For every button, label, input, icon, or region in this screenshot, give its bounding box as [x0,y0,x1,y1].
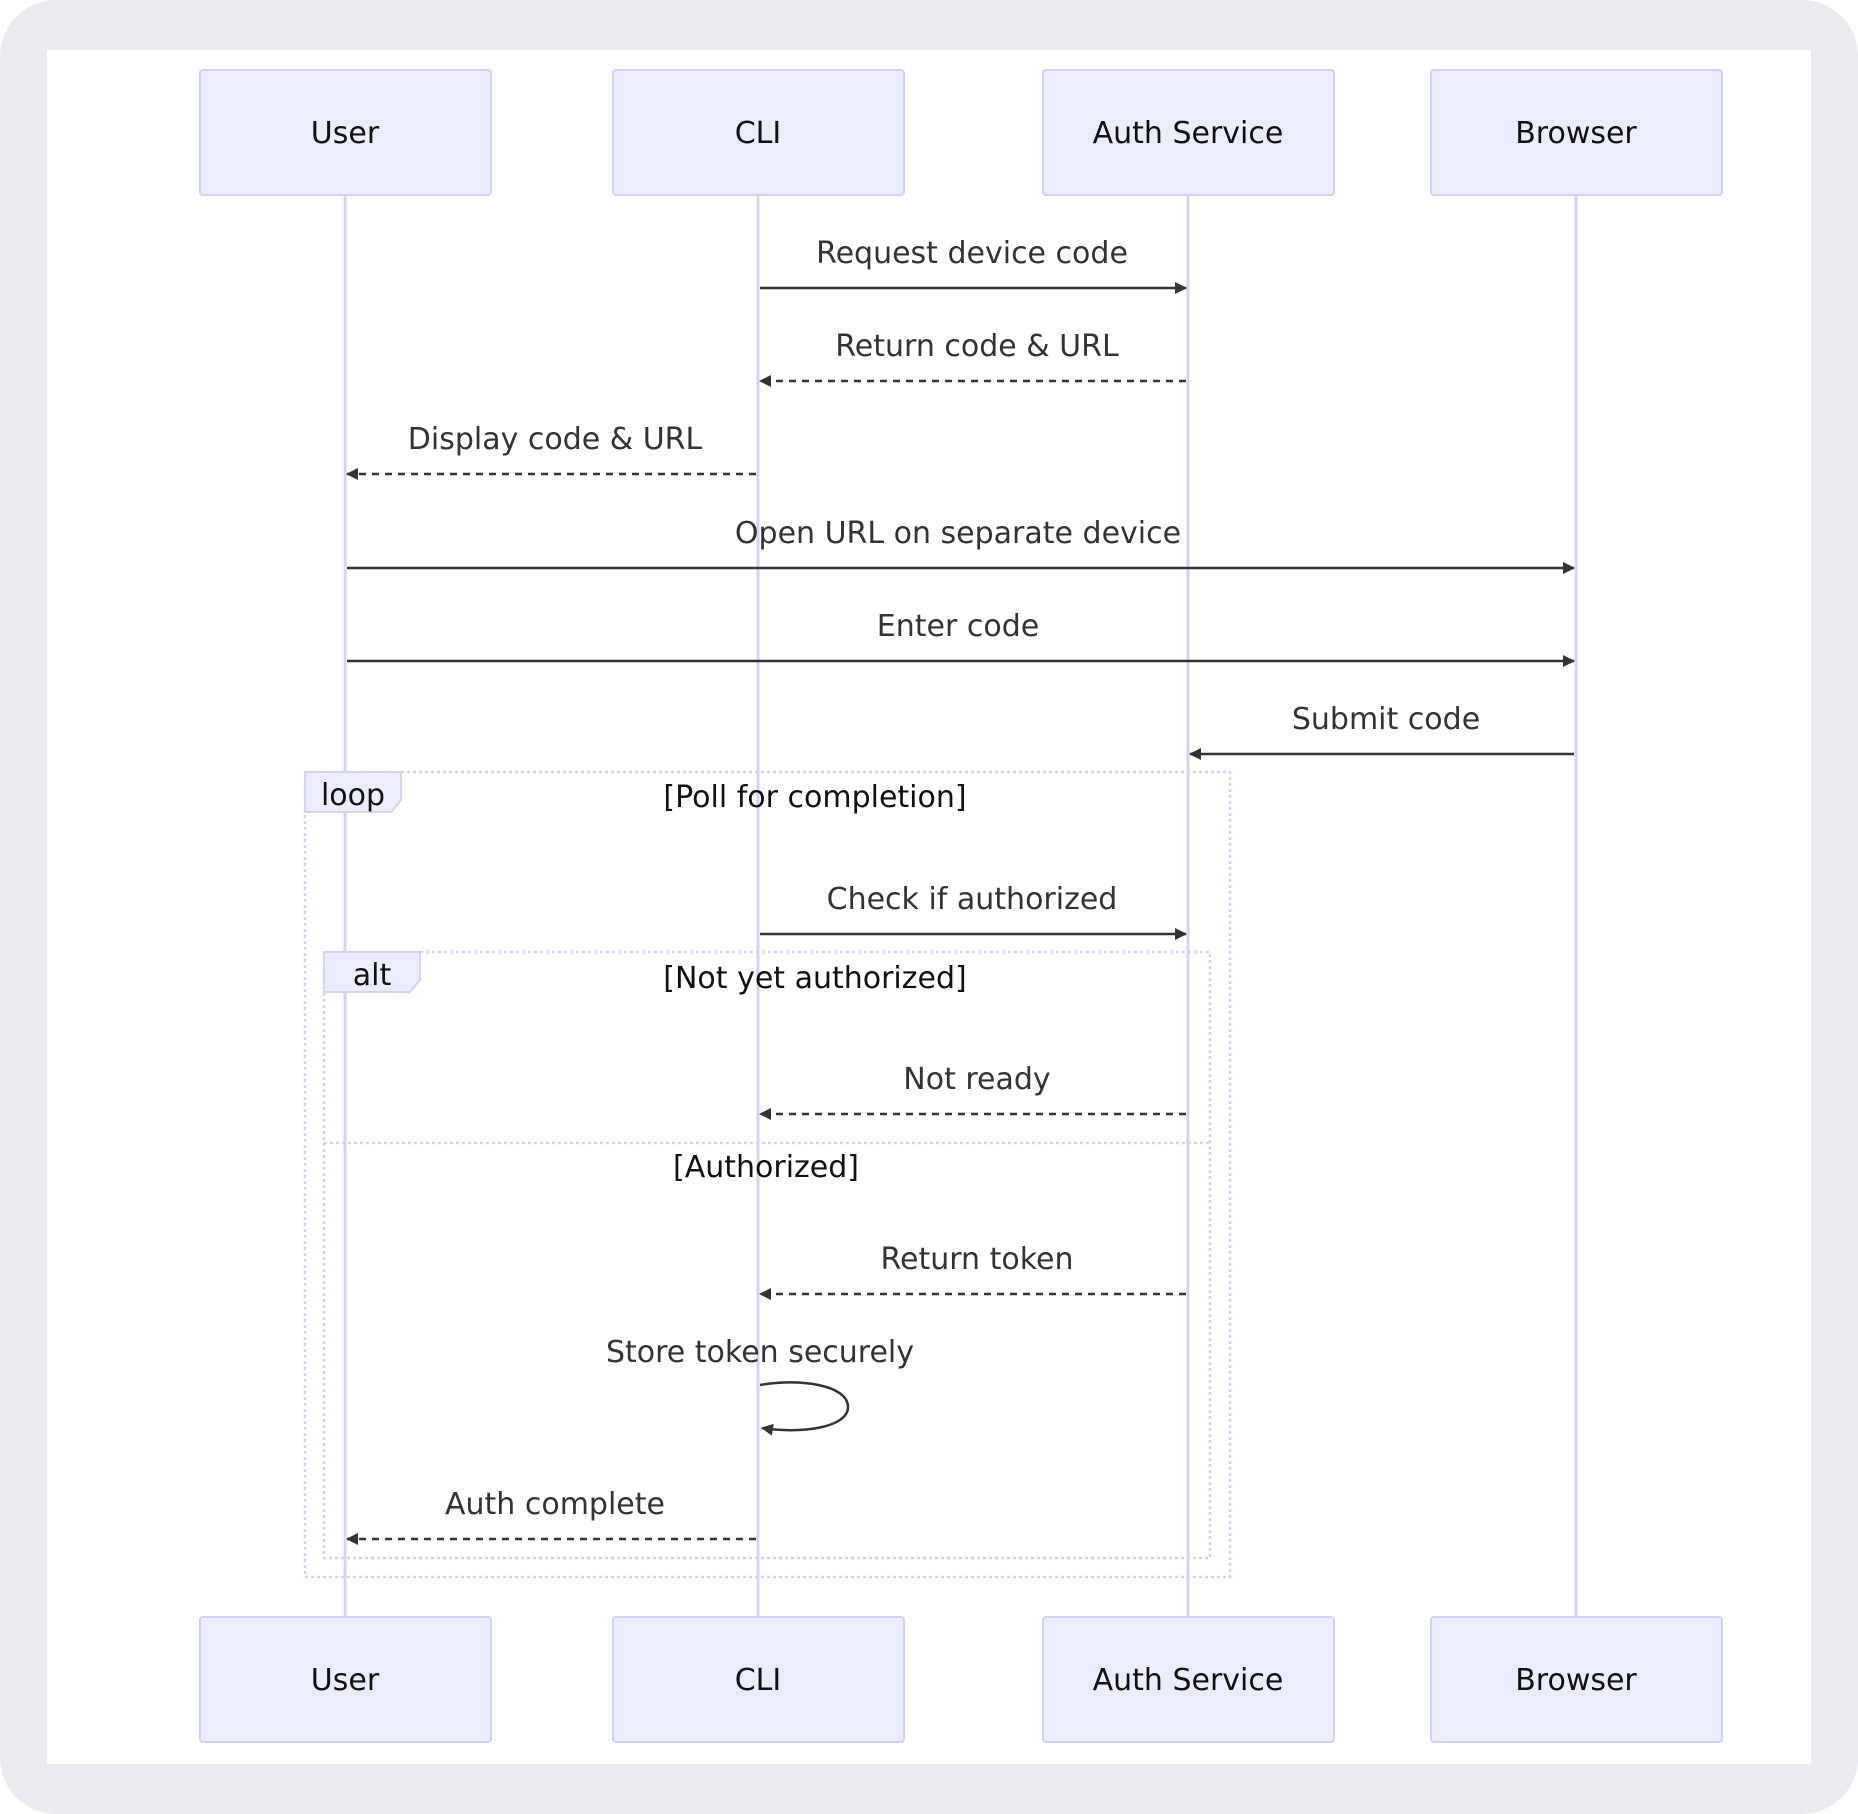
alt-condition: [Not yet authorized] [663,961,966,996]
sequence-diagram: loop [Poll for completion] alt [Not yet … [199,69,1723,1743]
actor-auth-service-bottom: Auth Service [1042,1616,1335,1743]
message-label: Display code & URL [408,422,703,457]
message-6: Submit code [1189,702,1574,760]
actor-label: User [311,1663,380,1698]
message-label: Return token [881,1242,1074,1277]
loop-condition: [Poll for completion] [663,780,966,815]
message-8: Not ready [759,1062,1186,1120]
message-10-self: Store token securely [606,1335,914,1436]
actor-browser-bottom: Browser [1430,1616,1723,1743]
loop-keyword: loop [321,778,385,813]
actor-user-bottom: User [199,1616,492,1743]
message-label: Check if authorized [827,882,1118,917]
actor-label: Auth Service [1093,116,1284,151]
actor-label: Browser [1515,116,1637,151]
actor-auth-service-top: Auth Service [1042,69,1335,196]
message-label: Auth complete [445,1487,665,1522]
alt-fragment: alt [Not yet authorized] [Authorized] [322,950,1212,1560]
message-11: Auth complete [346,1487,756,1545]
message-3: Display code & URL [346,422,756,480]
actor-cli-top: CLI [612,69,905,196]
self-loop-arrow [759,1381,850,1436]
actor-browser-top: Browser [1430,69,1723,196]
message-7: Check if authorized [760,882,1187,940]
message-label: Enter code [877,609,1039,644]
actor-label: Browser [1515,1663,1637,1698]
actor-label: CLI [735,1663,782,1698]
message-label: Not ready [903,1062,1050,1097]
message-9: Return token [759,1242,1186,1300]
message-2: Return code & URL [759,329,1186,387]
actor-label: Auth Service [1093,1663,1284,1698]
message-label: Open URL on separate device [735,516,1181,551]
message-1: Request device code [760,236,1187,294]
actor-label: User [311,116,380,151]
loop-fragment: loop [Poll for completion] [303,770,1232,1579]
message-label: Store token securely [606,1335,914,1370]
message-4: Open URL on separate device [347,516,1575,574]
diagram-canvas: loop [Poll for completion] alt [Not yet … [47,50,1811,1764]
alt-tab [323,951,421,993]
alt-else-condition: [Authorized] [673,1150,859,1185]
actor-label: CLI [735,116,782,151]
message-5: Enter code [347,609,1575,667]
message-label: Return code & URL [835,329,1119,364]
message-label: Request device code [816,236,1128,271]
actor-user-top: User [199,69,492,196]
actor-cli-bottom: CLI [612,1616,905,1743]
loop-tab [304,771,402,813]
alt-keyword: alt [353,958,392,993]
loop-frame [303,770,1232,1579]
alt-frame [322,950,1212,1560]
message-label: Submit code [1292,702,1480,737]
